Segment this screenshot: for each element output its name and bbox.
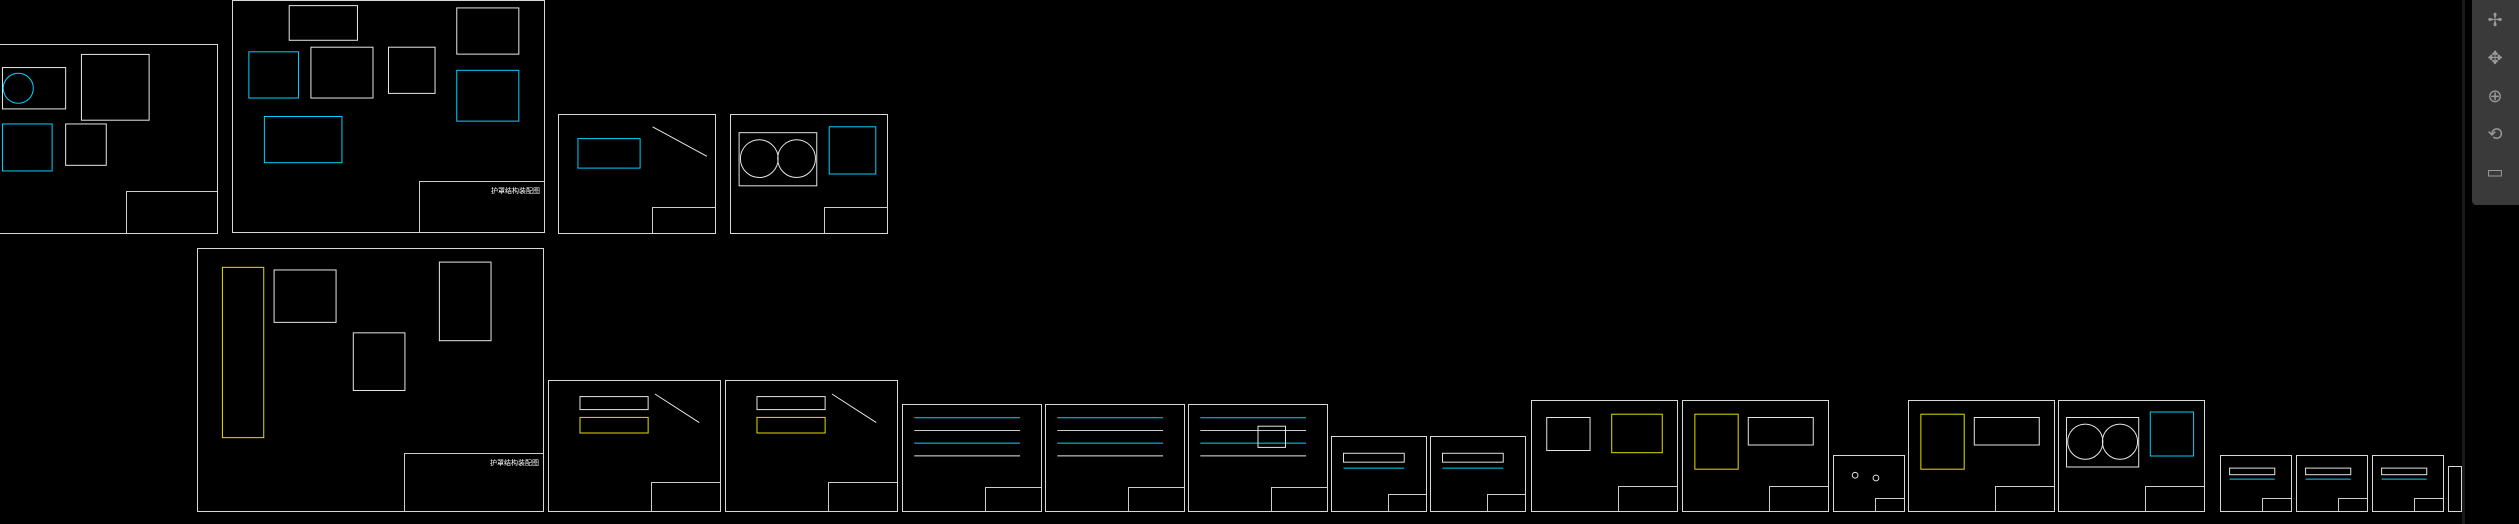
title-block [2414,498,2443,511]
showmotion-icon[interactable]: ▭ [2486,162,2504,183]
title-block [650,481,720,511]
drawing-sheet[interactable] [1682,400,1829,512]
orbit-icon[interactable]: ⟲ [2487,124,2503,145]
title-block-name: 护罩结构装配图 [491,186,540,195]
title-block [2145,486,2204,511]
drawing-sheet[interactable] [902,404,1042,512]
drawing-geometry [2381,467,2428,480]
drawing-sheet[interactable] [1531,400,1678,512]
drawing-sheet[interactable] [2058,400,2205,512]
drawing-geometry [738,126,877,187]
viewport-edge [2462,0,2465,524]
drawing-sheet[interactable] [1331,436,1427,512]
drawing-geometry [248,5,520,164]
drawing-sheet[interactable] [2448,466,2462,512]
drawing-geometry [1,53,150,172]
drawing-geometry [579,393,700,434]
pan-icon[interactable]: ✥ [2487,48,2503,69]
drawing-geometry [577,126,708,169]
drawing-geometry [221,261,492,439]
drawing-geometry [1200,417,1307,457]
title-block-name: 护罩结构装配图 [490,458,539,467]
drawing-sheet[interactable] [1045,404,1185,512]
drawing-sheet[interactable] [725,380,898,512]
drawing-geometry [914,417,1021,457]
drawing-geometry [1546,413,1663,454]
navigation-bar[interactable]: ✢ ✥ ⊕ ⟲ ▭ [2472,0,2519,205]
drawing-sheet[interactable] [0,44,218,234]
drawing-geometry [1342,452,1405,469]
title-block [2338,498,2367,511]
drawing-sheet[interactable] [1833,455,1905,512]
title-block [1128,487,1184,511]
title-block [1995,486,2054,511]
zoom-icon[interactable]: ⊕ [2487,86,2503,107]
drawing-geometry [1920,413,2040,470]
title-block [651,206,715,233]
drawing-sheet[interactable]: 护罩结构装配图 [197,248,544,512]
title-block [823,206,887,233]
drawing-geometry [1851,471,1880,482]
title-block [1618,486,1677,511]
title-block [985,487,1041,511]
drawing-sheet[interactable] [1188,404,1328,512]
steeringwheel-icon[interactable]: ✢ [2487,10,2503,31]
drawing-sheet[interactable] [2220,455,2292,512]
drawing-sheet[interactable] [730,114,888,234]
title-block [1387,494,1426,511]
drawing-sheet[interactable] [558,114,716,234]
drawing-geometry [756,393,877,434]
drawing-sheet[interactable] [2296,455,2368,512]
title-block [827,481,897,511]
title-block [2262,498,2291,511]
drawing-geometry [2229,467,2276,480]
title-block [1486,494,1525,511]
drawing-sheet[interactable] [1430,436,1526,512]
drawing-sheet[interactable] [548,380,721,512]
title-block [125,191,217,233]
drawing-geometry [1694,413,1814,470]
drawing-geometry [2066,411,2195,468]
title-block [1875,498,1904,511]
drawing-geometry [1441,452,1504,469]
title-block [1769,486,1828,511]
drawing-sheet[interactable]: 护罩结构装配图 [232,0,545,233]
drawing-geometry [1057,417,1164,457]
drawing-geometry [2449,467,2461,511]
drawing-sheet[interactable] [1908,400,2055,512]
drawing-geometry [2305,467,2352,480]
drawing-sheet[interactable] [2372,455,2444,512]
title-block: 护罩结构装配图 [404,452,543,511]
title-block [1271,487,1327,511]
title-block: 护罩结构装配图 [418,180,544,232]
